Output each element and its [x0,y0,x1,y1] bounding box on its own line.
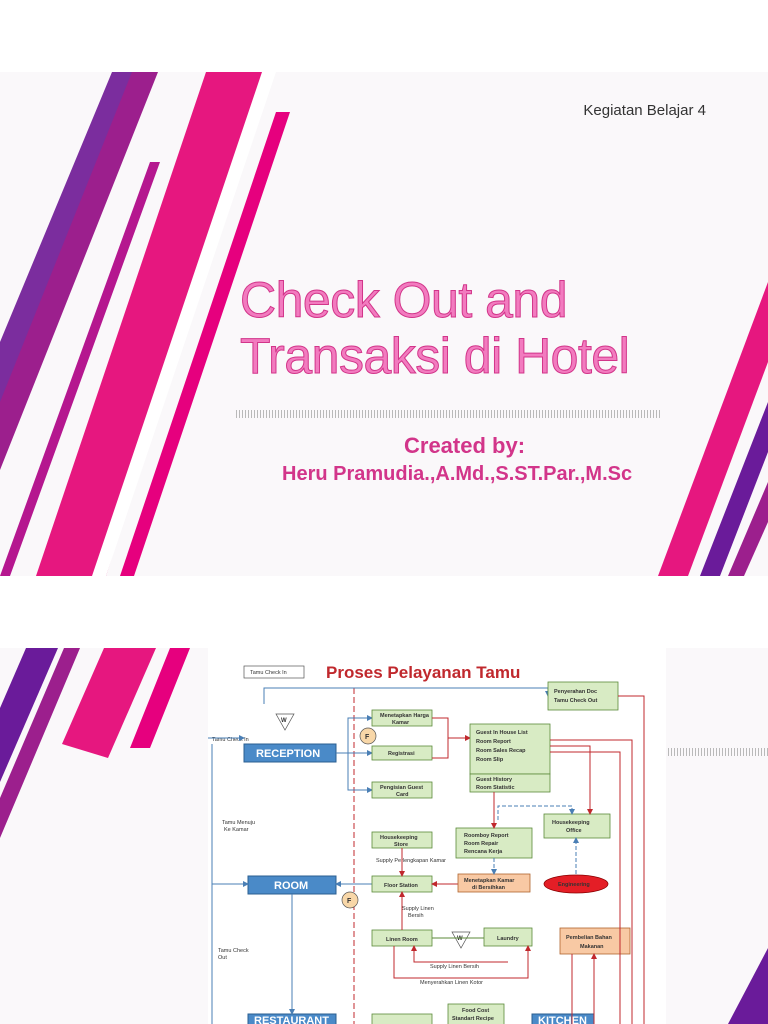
penyerahan-doc-box [547,681,619,711]
svg-text:F: F [347,898,352,905]
svg-text:Makanan: Makanan [580,944,604,950]
slide-title: Check Out and Transaksi di Hotel [240,272,680,385]
svg-text:Guest History: Guest History [476,777,513,783]
engineering-oval [543,874,609,894]
pengisian-guest-card-box [371,781,433,799]
svg-text:Standart Recipe: Standart Recipe [452,1016,494,1022]
title-slide: Kegiatan Belajar 4 Check Out and Transak… [0,72,768,576]
svg-text:Room Sales Recap: Room Sales Recap [476,748,526,754]
svg-text:Pengisian Guest: Pengisian Guest [380,785,423,791]
diagram-title: Proses Pelayanan Tamu [326,663,520,682]
svg-text:W: W [457,936,463,942]
title-line-2: Transaksi di Hotel [240,328,631,385]
room-label: ROOM [274,880,308,892]
svg-text:Office: Office [566,828,582,834]
food-cost-box [447,1003,505,1024]
process-flow-diagram: Proses Pelayanan Tamu Tamu Check In RECE… [208,648,666,1024]
hatched-divider [668,748,768,756]
tamu-menuju-label-2: Ke Kamar [224,827,249,833]
guest-history-box [469,773,551,793]
svg-text:Tamu Check Out: Tamu Check Out [554,698,597,704]
svg-text:Store: Store [394,842,408,848]
reception-label: RECEPTION [256,748,320,760]
f-marker-icon [341,891,359,909]
svg-text:Bersih: Bersih [408,913,424,919]
registrasi-box [371,745,433,761]
author-name: Heru Pramudia.,A.Md.,S.ST.Par.,M.Sc [282,463,633,485]
created-by-label: Created by: [404,433,526,458]
tamu-check-in-box [243,665,305,679]
svg-text:Registrasi: Registrasi [388,751,415,757]
restaurant-label: RESTAURANT [254,1015,329,1024]
svg-text:Pembelian Bahan: Pembelian Bahan [566,935,612,941]
svg-text:Rencana Kerja: Rencana Kerja [464,849,503,855]
hatched-divider [236,410,662,418]
svg-text:W: W [281,718,287,724]
svg-text:Laundry: Laundry [497,936,520,942]
svg-text:Penyerahan Doc: Penyerahan Doc [554,689,597,695]
restaurant-sub-box [371,1013,433,1024]
credits: Created by: Heru Pramudia.,A.Md.,S.ST.Pa… [282,432,632,488]
svg-text:Menetapkan Kamar: Menetapkan Kamar [464,878,515,884]
title-line-1: Check Out and [240,272,569,329]
tamu-check-out-label-1: Tamu Check [218,948,249,954]
tamu-check-in-box-label: Tamu Check In [250,670,287,676]
tamu-check-in-label: Tamu Check In [212,737,249,743]
svg-text:Menetapkan Harga: Menetapkan Harga [380,713,430,719]
svg-text:Roomboy Report: Roomboy Report [464,833,509,839]
laundry-box [483,927,533,947]
svg-text:Supply Linen: Supply Linen [402,906,434,912]
f-marker-icon [359,727,377,745]
lesson-label: Kegiatan Belajar 4 [583,102,706,119]
decorative-stripes [0,648,768,1024]
tamu-menuju-label-1: Tamu Menuju [222,820,255,826]
w-marker-icon [451,931,471,949]
svg-text:F: F [365,734,370,741]
svg-text:Housekeeping: Housekeeping [552,820,590,826]
svg-text:Menyerahkan Linen Kotor: Menyerahkan Linen Kotor [420,980,483,986]
svg-text:Room Slip: Room Slip [476,757,504,763]
decorative-stripes [0,72,768,576]
svg-text:Engineering: Engineering [558,882,590,888]
svg-text:Linen Room: Linen Room [386,937,418,943]
svg-text:Floor Station: Floor Station [384,883,419,889]
svg-text:Guest In House List: Guest In House List [476,730,528,736]
svg-text:Card: Card [396,792,409,798]
svg-text:Housekeeping: Housekeeping [380,835,418,841]
svg-text:Room Report: Room Report [476,739,511,745]
housekeeping-office-box [543,813,611,839]
svg-text:Food Cost: Food Cost [462,1008,489,1014]
svg-text:Kamar: Kamar [392,720,410,726]
guest-in-house-list-box [469,723,551,775]
svg-text:Room Statistic: Room Statistic [476,785,515,791]
kitchen-label: KITCHEN [538,1015,587,1024]
roomboy-report-box [455,827,533,859]
svg-text:Supply Perlengkapan Kamar: Supply Perlengkapan Kamar [376,858,446,864]
pembelian-bahan-box [559,927,631,955]
svg-text:di Bersihkan: di Bersihkan [472,885,506,891]
w-marker-icon [275,713,295,731]
diagram-slide: Proses Pelayanan Tamu Tamu Check In RECE… [0,648,768,1024]
svg-text:Room Repair: Room Repair [464,841,499,847]
svg-text:Supply Linen Bersih: Supply Linen Bersih [430,964,479,970]
tamu-check-out-label-2: Out [218,955,227,961]
